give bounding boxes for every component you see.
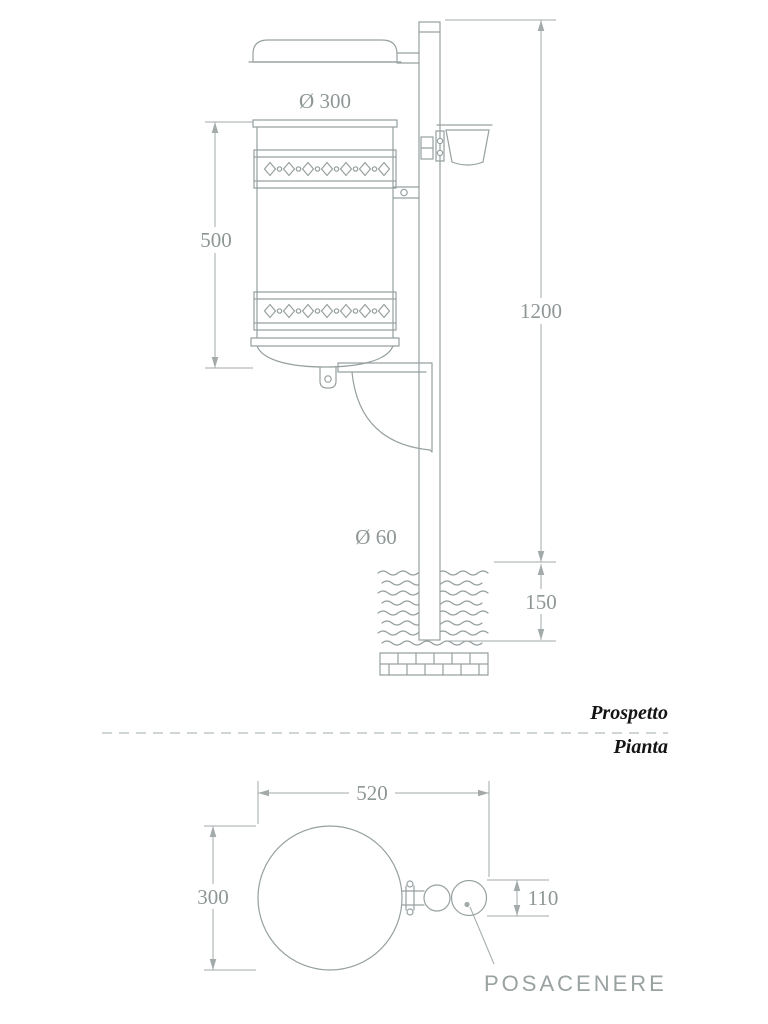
dim-overall-width: 520: [257, 780, 490, 877]
dim-plan-bin-diameter-label: 300: [197, 885, 229, 909]
bin-plan-circle: [257, 825, 403, 971]
dim-bin-height: 500: [195, 121, 253, 369]
tipping-hinge: [319, 366, 337, 389]
dim-bin-height-label: 500: [200, 228, 232, 252]
dim-pole-diameter-label: Ø 60: [355, 525, 396, 549]
pole-clamp: [392, 186, 420, 199]
foundation-bricks: [379, 652, 489, 676]
dim-pole-height-label: 1200: [520, 299, 562, 323]
elevation-title: Prospetto: [589, 702, 668, 724]
plan-clamp: [401, 880, 425, 916]
pole: [418, 21, 441, 641]
view-divider: Pianta: [102, 732, 668, 758]
ashtray-elevation: [420, 124, 493, 166]
lower-perforated-band: [253, 291, 397, 331]
upper-perforated-band: [253, 149, 397, 189]
dim-pole-diameter: Ø 60: [355, 525, 396, 549]
bin-body: [250, 119, 400, 389]
dim-embed-depth-label: 150: [525, 590, 557, 614]
dim-bin-diameter: Ø 300: [299, 89, 351, 113]
elevation-view: Ø 300 500 1200 Ø 60: [195, 19, 668, 724]
dim-overall-width-label: 520: [356, 781, 388, 805]
dim-ashtray-diameter: 110: [487, 879, 559, 917]
pole-plan-circle: [423, 884, 451, 912]
dim-plan-bin-diameter: 300: [191, 825, 256, 971]
bin-lid: [248, 39, 420, 64]
ashtray-drain-dot: [464, 901, 470, 908]
dim-ashtray-diameter-label: 110: [528, 886, 559, 910]
support-bracket: [337, 362, 433, 453]
plan-title: Pianta: [613, 736, 668, 758]
dim-bin-diameter-label: Ø 300: [299, 89, 351, 113]
ashtray-plan: [450, 879, 495, 965]
ashtray-callout: POSACENERE: [484, 971, 667, 996]
dim-embed-depth: 150: [445, 564, 564, 642]
callout-leader: [469, 906, 495, 965]
plan-view: 520 300 110 POSACENERE: [191, 780, 667, 996]
dim-pole-height: 1200: [445, 19, 568, 563]
